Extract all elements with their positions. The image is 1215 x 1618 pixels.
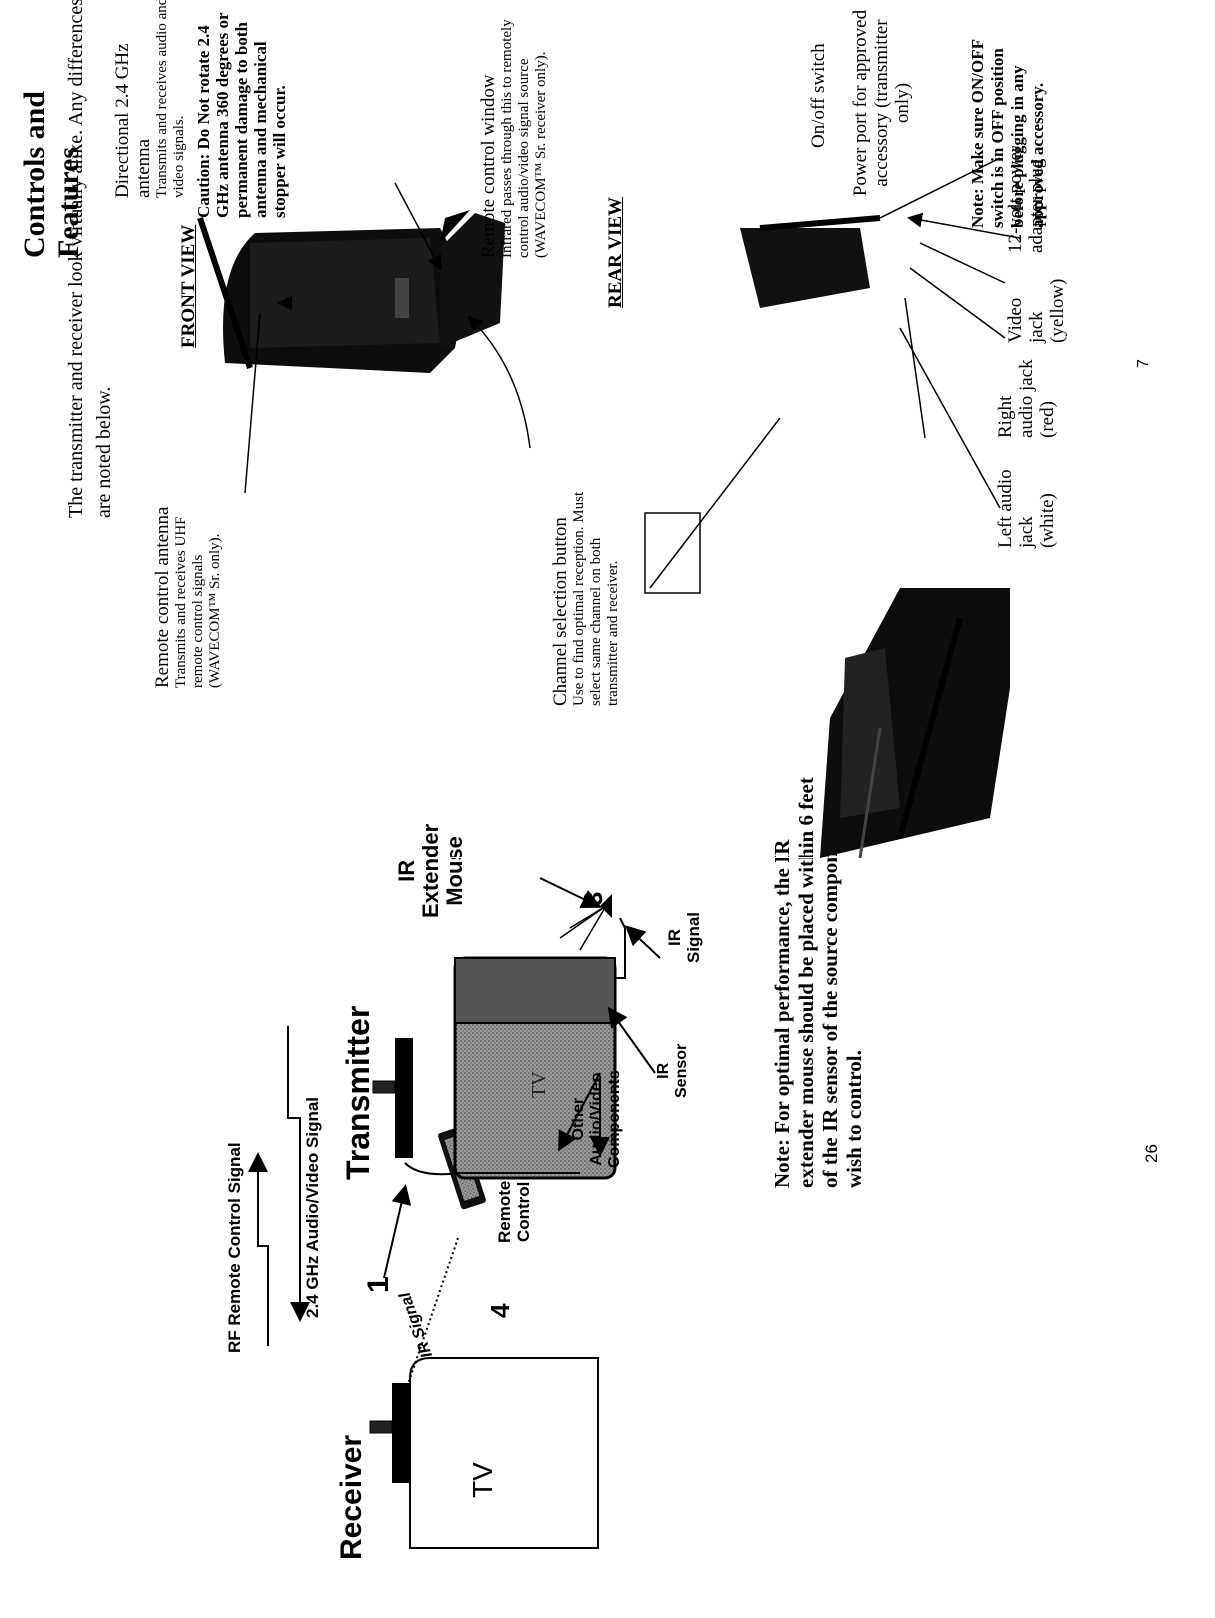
leader-channel: [650, 418, 780, 588]
video-jack-label: Video jack (yellow): [1005, 263, 1068, 343]
caution-text: Caution: Do Not rotate 2.4 GHz antenna 3…: [194, 3, 289, 218]
remote-window-title: Remote control window: [478, 3, 499, 258]
channel-button-desc: Use to find optimal reception. Must sele…: [571, 491, 622, 706]
power-port-label: Power port for approved accessory (trans…: [850, 8, 913, 198]
leader-left-audio: [900, 328, 1000, 508]
page-number-7: 7: [1135, 359, 1153, 368]
remote-antenna-title: Remote control antenna: [152, 488, 173, 688]
leader-video: [910, 268, 1005, 338]
front-view-device: [200, 210, 505, 373]
directional-antenna-desc: Transmits and receives audio and video s…: [154, 0, 188, 198]
remote-antenna-desc: Transmits and receives UHF remote contro…: [173, 488, 224, 688]
leader-remote-window: [470, 318, 530, 448]
directional-antenna-title: Directional 2.4 GHz antenna: [112, 0, 154, 198]
note-onoff: Note: Make sure ON/OFF switch is in OFF …: [968, 3, 1048, 228]
rear-view-device: [740, 218, 1010, 858]
remote-window-callout: Remote control window Infrared passes th…: [478, 3, 550, 258]
rear-view-heading: REAR VIEW: [605, 197, 627, 308]
front-view-heading: FRONT VIEW: [178, 225, 200, 348]
channel-box: [645, 513, 700, 593]
leader-power-plug: [920, 243, 1005, 283]
right-audio-label: Right audio jack (red): [995, 358, 1058, 438]
channel-button-title: Channel selection button: [550, 491, 571, 706]
channel-button-callout: Channel selection button Use to find opt…: [550, 491, 622, 706]
left-audio-label: Left audio jack (white): [995, 468, 1058, 548]
remote-window-desc: Infrared passes through this to remotely…: [499, 3, 550, 258]
features-intro: The transmitter and receiver look virtua…: [62, 0, 118, 518]
remote-antenna-callout: Remote control antenna Transmits and rec…: [152, 488, 224, 688]
directional-antenna-callout: Directional 2.4 GHz antenna Transmits an…: [112, 0, 188, 198]
onoff-switch-label: On/off switch: [808, 8, 829, 148]
